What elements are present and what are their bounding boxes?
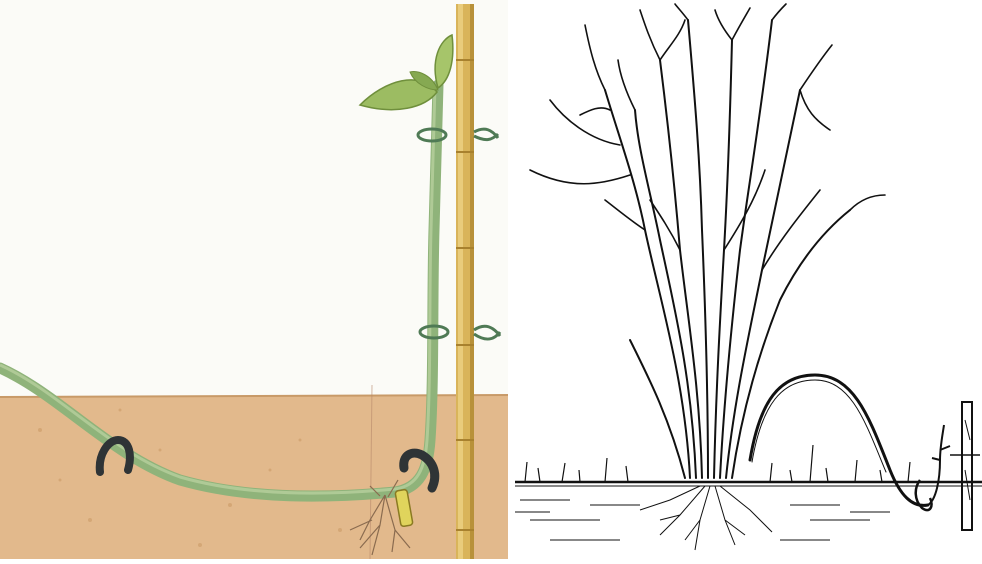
shrub-layering-line-drawing [510,0,982,559]
layering-color-illustration [0,0,510,559]
right-illustration-panel [510,0,982,559]
bamboo-stake [456,4,474,559]
left-illustration-panel [0,0,510,559]
